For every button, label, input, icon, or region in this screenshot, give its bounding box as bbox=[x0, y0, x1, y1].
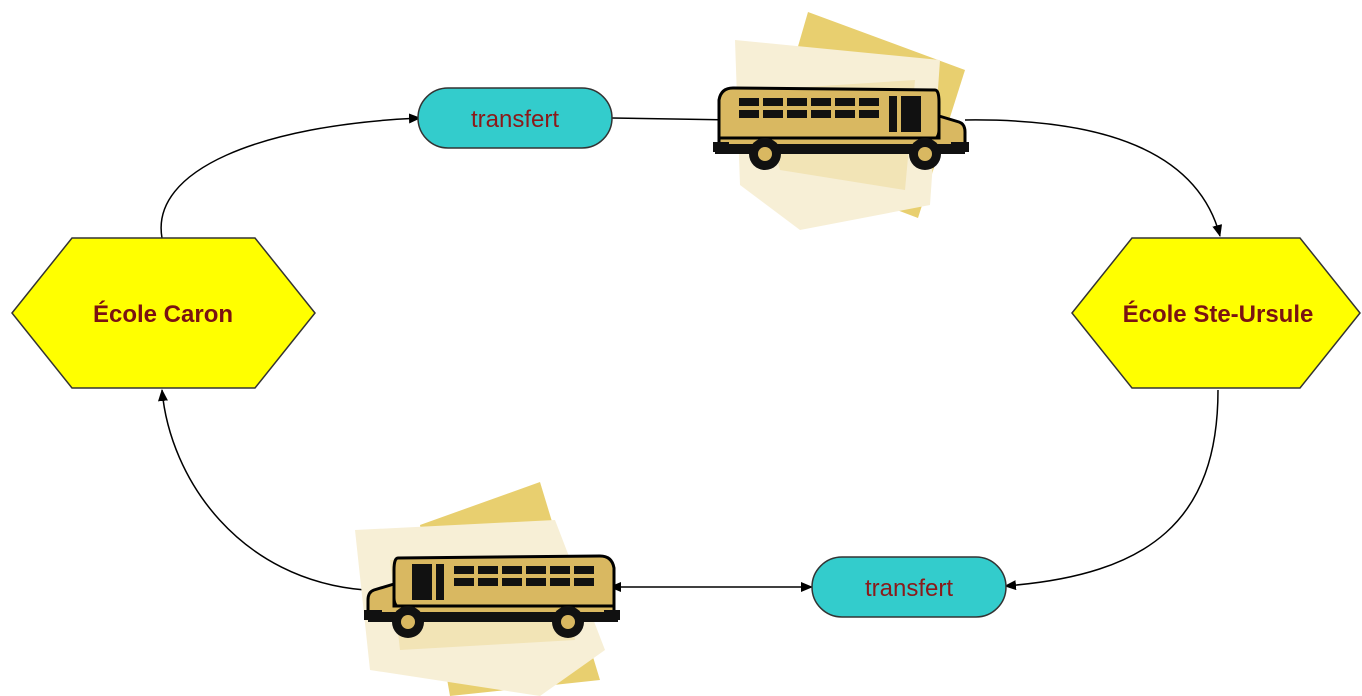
transfer-label-top: transfert bbox=[471, 106, 559, 133]
transfer-node-bottom: transfert bbox=[811, 556, 1007, 618]
school-bus-icon bbox=[711, 12, 971, 230]
school-node-caron: École Caron bbox=[11, 237, 316, 389]
school-bus-icon bbox=[355, 482, 622, 696]
arrow-ste-ursule-to-transfer-bottom bbox=[1004, 389, 1219, 591]
arrow-caron-to-transfer-top bbox=[160, 113, 421, 239]
school-label-ste-ursule: École Ste-Ursule bbox=[1123, 300, 1314, 328]
arrow-bus-to-caron bbox=[158, 389, 366, 591]
transfer-node-top: transfert bbox=[417, 87, 613, 149]
school-node-ste-ursule: École Ste-Ursule bbox=[1071, 237, 1361, 389]
school-label-caron: École Caron bbox=[93, 300, 233, 328]
arrow-transfer-top-to-bus bbox=[611, 114, 736, 125]
arrow-bus-to-ste-ursule bbox=[964, 119, 1223, 237]
transfer-label-bottom: transfert bbox=[865, 575, 953, 602]
